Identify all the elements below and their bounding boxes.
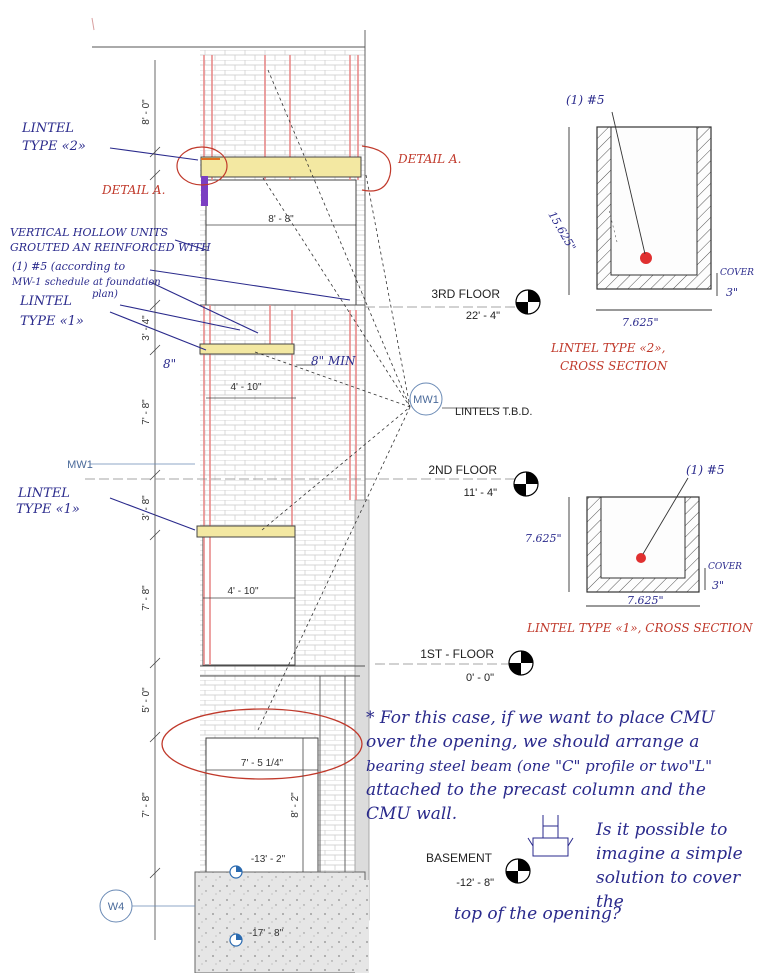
level-2nd-name: 2ND FLOOR xyxy=(428,463,497,477)
foundation xyxy=(194,871,366,973)
level-marker-basement xyxy=(505,858,531,884)
blue-leaders xyxy=(109,147,351,531)
vertical-note-3: (1) #5 (according to xyxy=(12,260,125,273)
lintel-type1-lower: LINTEL xyxy=(17,486,70,501)
detail-a-circle-left xyxy=(176,146,228,186)
section2-height: 15.625" xyxy=(545,209,578,253)
section1-title: LINTEL TYPE «1», CROSS SECTION xyxy=(526,621,753,635)
level-lines xyxy=(85,306,515,665)
dim-3-4: 3' - 4" xyxy=(141,315,152,341)
lintels-note: LINTELS T.B.D. xyxy=(455,406,532,418)
section1-cover-label: COVER xyxy=(708,562,742,572)
section2-title-1: LINTEL TYPE «2», xyxy=(550,341,665,355)
vertical-note-2: GROUTED AN REINFORCED WITH xyxy=(10,241,211,254)
section-type2 xyxy=(568,111,718,311)
lintel-type1-upper: LINTEL xyxy=(19,294,72,309)
dim-8-0: 8' - 0" xyxy=(141,99,152,125)
section2-width: 7.625" xyxy=(622,316,659,329)
question-line-6: Is it possible to xyxy=(596,820,728,840)
section1-width: 7.625" xyxy=(627,594,664,607)
section1-height: 7.625" xyxy=(525,532,562,545)
opening-8-8: 8' - 8" xyxy=(268,214,294,225)
detail-a-right-label: DETAIL A. xyxy=(397,152,461,166)
level-basement-name: BASEMENT xyxy=(426,851,493,865)
section-type1 xyxy=(568,477,706,607)
foundation-edge xyxy=(355,880,369,973)
level-marker-3rd xyxy=(515,289,541,315)
handwritten-question: * For this case, if we want to place CMU… xyxy=(366,706,761,924)
section2-cover-value: 3" xyxy=(726,286,738,299)
opening-dims xyxy=(203,224,356,872)
question-line-5: CMU wall. xyxy=(366,804,458,824)
opening-8-2: 8' - 2" xyxy=(290,792,301,818)
dim-7-8-a: 7' - 8" xyxy=(141,399,152,425)
window-openings xyxy=(202,179,357,874)
level-2nd-elev: 11' - 4" xyxy=(464,487,497,499)
lintel-type2-label-2: TYPE «2» xyxy=(22,139,86,154)
dim-7-8-b: 7' - 8" xyxy=(141,585,152,611)
dim-3-8: 3' - 8" xyxy=(141,495,152,521)
dim-7-8-c: 7' - 8" xyxy=(141,792,152,818)
question-highlight-circle xyxy=(161,708,363,780)
section1-bar: (1) #5 xyxy=(686,463,725,477)
question-line-4: attached to the precast column and the xyxy=(366,780,706,800)
mw1-left-tag: MW1 xyxy=(67,459,93,471)
mw1-tag: MW1 xyxy=(413,394,439,406)
dimension-string xyxy=(149,60,161,940)
level-marker-1st xyxy=(508,650,534,676)
lintel-type1-upper-2: TYPE «1» xyxy=(20,314,84,329)
section2-bar: (1) #5 xyxy=(566,93,605,107)
question-line-2: over the opening, we should arrange a xyxy=(366,732,700,752)
question-line-1: * For this case, if we want to place CMU xyxy=(366,708,715,728)
detail-a-left-label: DETAIL A. xyxy=(101,183,165,197)
w4-tag: W4 xyxy=(108,901,125,913)
bearing-left: 8" xyxy=(163,357,176,371)
detail-a-circle-right xyxy=(361,145,392,192)
question-line-9: top of the opening? xyxy=(454,904,622,924)
elev-13-2: -13' - 2" xyxy=(251,854,286,865)
mw1-bubble xyxy=(409,382,443,416)
section1-cover-value: 3" xyxy=(712,579,724,592)
level-3rd-name: 3RD FLOOR xyxy=(431,287,500,301)
level-1st-name: 1ST - FLOOR xyxy=(420,647,494,661)
vertical-note-4: MW-1 schedule at foundation xyxy=(11,277,161,288)
level-marker-2nd xyxy=(513,471,539,497)
elev-17-8: -17' - 8" xyxy=(249,928,284,939)
bearing-right: 8" MIN xyxy=(311,354,356,368)
elev-marker-17 xyxy=(229,933,243,947)
opening-4-10-a: 4' - 10" xyxy=(230,382,261,393)
level-1st-elev: 0' - 0" xyxy=(466,672,494,684)
lintels xyxy=(196,156,362,538)
vertical-note-1: VERTICAL HOLLOW UNITS xyxy=(10,226,169,239)
section2-cover-label: COVER xyxy=(720,268,754,278)
question-tail: Is it possible to imagine a simple solut… xyxy=(596,818,761,914)
level-basement-elev: -12' - 8" xyxy=(456,877,494,889)
lintel-type2-label: LINTEL xyxy=(21,121,74,136)
question-line-3: bearing steel beam (one "C" profile or t… xyxy=(366,757,712,775)
leader-lines xyxy=(254,69,411,731)
elev-marker-13 xyxy=(229,865,243,879)
question-line-8: solution to cover the xyxy=(596,868,741,912)
opening-7-5: 7' - 5 1/4" xyxy=(241,758,284,769)
question-line-7: imagine a simple xyxy=(596,844,743,864)
level-3rd-elev: 22' - 4" xyxy=(466,310,500,322)
section2-title-2: CROSS SECTION xyxy=(560,359,668,373)
dim-5-0: 5' - 0" xyxy=(141,687,152,713)
pencil-mark xyxy=(91,17,95,31)
opening-4-10-b: 4' - 10" xyxy=(227,586,258,597)
lintel-type1-lower-2: TYPE «1» xyxy=(16,502,80,517)
c-profile-sketch-icon xyxy=(527,815,574,857)
vertical-note-5: plan) xyxy=(92,289,118,300)
